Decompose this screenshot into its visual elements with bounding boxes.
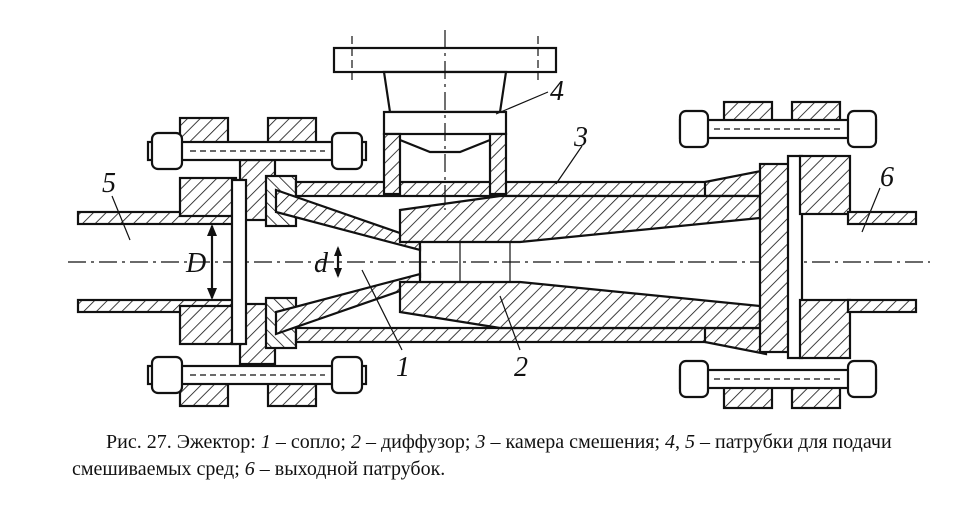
outlet-pipe	[846, 210, 918, 314]
leader-lines	[111, 91, 881, 351]
dimension-D	[207, 224, 217, 300]
ejector-diagram: 5 4 3 6 1 2 D d	[68, 30, 930, 410]
label-6: 6	[880, 162, 894, 193]
label-D: D	[185, 248, 206, 279]
right-flange	[678, 100, 878, 410]
label-2: 2	[514, 352, 528, 383]
left-flange	[146, 116, 368, 408]
nozzle	[274, 188, 422, 336]
label-3: 3	[573, 122, 588, 153]
figure-caption: Рис. 27. Эжектор: 1 – сопло; 2 – диффузо…	[72, 431, 892, 480]
label-4: 4	[550, 76, 564, 107]
top-inlet-pipe	[332, 30, 558, 210]
label-5: 5	[102, 168, 116, 199]
mixing-chamber	[294, 168, 768, 356]
dimension-d	[334, 246, 342, 278]
label-d: d	[314, 248, 329, 279]
label-1: 1	[396, 352, 410, 383]
